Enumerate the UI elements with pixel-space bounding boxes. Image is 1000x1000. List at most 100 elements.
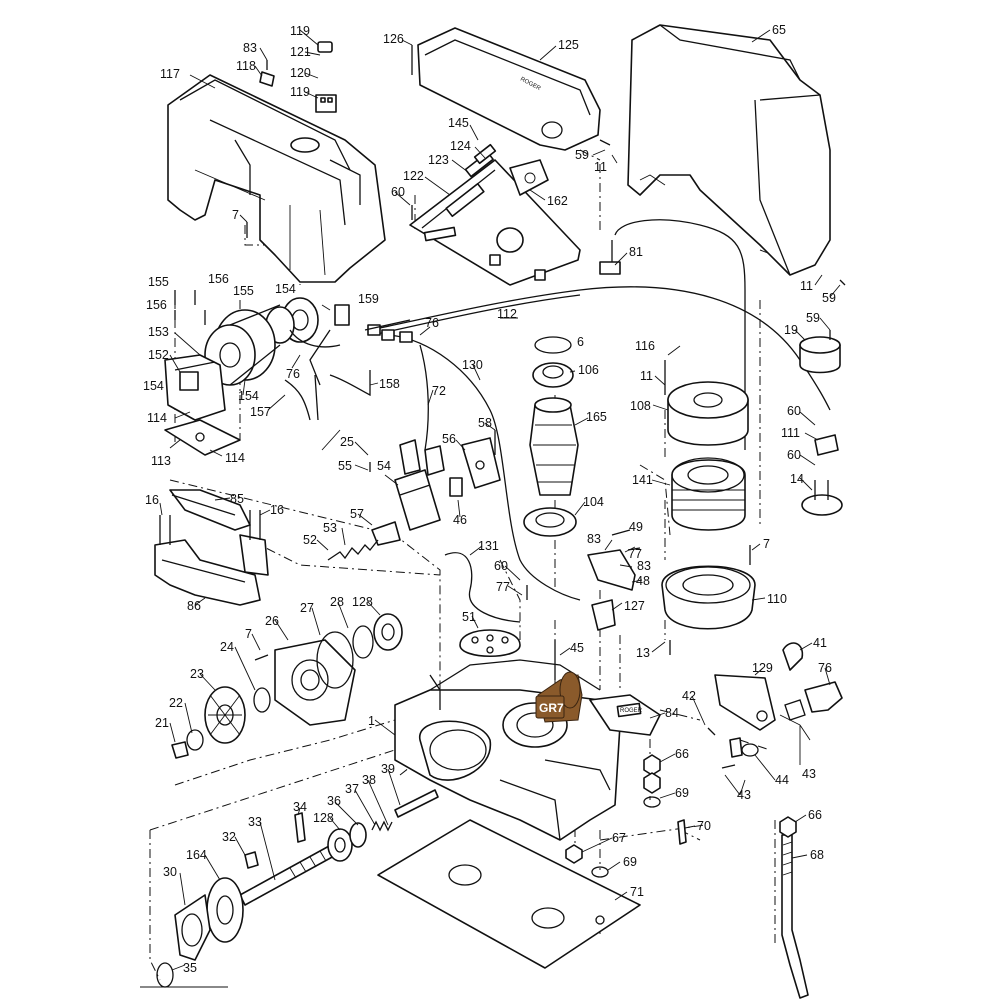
part-44-washer	[729, 737, 759, 758]
part-6-circlip	[534, 336, 572, 354]
label-51: 51	[462, 610, 476, 624]
label-117: 117	[160, 67, 180, 81]
label-159: 159	[358, 292, 379, 306]
label-7: 7	[763, 537, 770, 551]
label-156: 156	[146, 298, 167, 312]
label-69: 69	[675, 786, 689, 800]
label-28: 28	[330, 595, 344, 609]
part-127-switch	[591, 599, 616, 631]
label-59: 59	[806, 311, 820, 325]
label-68: 68	[810, 848, 824, 862]
label-25: 25	[340, 435, 354, 449]
label-38: 38	[362, 773, 376, 787]
label-42: 42	[682, 689, 696, 703]
label-41: 41	[813, 636, 827, 650]
label-76: 76	[818, 661, 832, 675]
label-65: 65	[772, 23, 786, 37]
label-59: 59	[822, 291, 836, 305]
label-155: 155	[148, 275, 169, 289]
label-126: 126	[383, 32, 404, 46]
label-124: 124	[450, 139, 471, 153]
label-16: 16	[270, 503, 284, 517]
label-108: 108	[630, 399, 651, 413]
label-55: 55	[338, 459, 352, 473]
label-37: 37	[345, 782, 359, 796]
label-110: 110	[767, 592, 787, 606]
label-112: 112	[497, 307, 517, 321]
label-39: 39	[381, 762, 395, 776]
label-129: 129	[752, 661, 773, 675]
label-127: 127	[624, 599, 645, 613]
part-54-switch-housing	[394, 469, 441, 531]
label-114: 114	[225, 451, 245, 465]
label-120: 120	[290, 66, 311, 80]
part-35-circlip	[156, 962, 174, 988]
label-72: 72	[432, 384, 446, 398]
part-53-spring	[327, 539, 379, 561]
part-37-spring	[371, 820, 393, 832]
part-1-gearbox-housing	[394, 659, 641, 841]
label-113: 113	[151, 454, 171, 468]
part-24-ring	[253, 687, 271, 713]
label-11: 11	[640, 369, 653, 383]
label-36: 36	[327, 794, 341, 808]
label-155: 155	[233, 284, 254, 298]
part-56-limit-switch	[461, 437, 501, 489]
label-7: 7	[232, 208, 239, 222]
label-6: 6	[577, 335, 584, 349]
label-130: 130	[462, 358, 483, 372]
label-60: 60	[391, 185, 405, 199]
label-13: 13	[636, 646, 650, 660]
part-27-seal	[316, 631, 354, 689]
label-52: 52	[303, 533, 317, 547]
part-19-capacitor	[799, 336, 841, 374]
part-76-lever	[784, 681, 843, 721]
part-81-cable	[599, 219, 746, 450]
part-164-gear	[206, 877, 244, 943]
label-86: 86	[187, 599, 201, 613]
label-83: 83	[637, 559, 651, 573]
label-76: 76	[425, 316, 439, 330]
part-129-release-plate	[714, 674, 776, 731]
part-162-control-board	[409, 143, 581, 286]
part-106-bearing	[532, 362, 574, 388]
part-26-flange	[274, 639, 356, 726]
part-111-bracket	[814, 434, 839, 456]
part-110-motor-flange	[661, 565, 756, 630]
badge-logo: ROGER	[620, 708, 643, 714]
label-7: 7	[245, 627, 252, 641]
label-21: 21	[155, 716, 169, 730]
label-131: 131	[478, 539, 499, 553]
label-157: 157	[250, 405, 271, 419]
label-60: 60	[494, 559, 508, 573]
part-30-hub	[174, 894, 211, 961]
label-11: 11	[800, 279, 813, 293]
part-67-nut	[565, 844, 583, 864]
label-43: 43	[802, 767, 816, 781]
part-159-connector	[289, 304, 350, 386]
label-53: 53	[323, 521, 337, 535]
part-68-anchor-bolt	[779, 816, 809, 999]
part-65-side-cover	[627, 24, 831, 276]
label-141: 141	[632, 473, 653, 487]
label-60: 60	[787, 404, 801, 418]
label-122: 122	[403, 169, 424, 183]
part-117-top-cover	[167, 74, 386, 283]
label-32: 32	[222, 830, 236, 844]
label-27: 27	[300, 601, 314, 615]
part-154-encoder-assembly	[204, 297, 319, 386]
part-113-plate	[164, 419, 241, 456]
part-69-washer	[591, 796, 661, 878]
label-84: 84	[665, 706, 679, 720]
part-152-bracket	[164, 354, 226, 421]
part-70-stud	[677, 819, 687, 845]
part-23-pinion	[204, 686, 246, 744]
label-165: 165	[586, 410, 607, 424]
part-labels: 119 121 120 119 83 118 117 126 125 65 14…	[143, 23, 836, 975]
label-46: 46	[453, 513, 467, 527]
part-131-wire	[444, 552, 521, 623]
label-154: 154	[275, 282, 296, 296]
part-46-clip	[449, 477, 463, 497]
label-33: 33	[248, 815, 262, 829]
label-106: 106	[578, 363, 599, 377]
